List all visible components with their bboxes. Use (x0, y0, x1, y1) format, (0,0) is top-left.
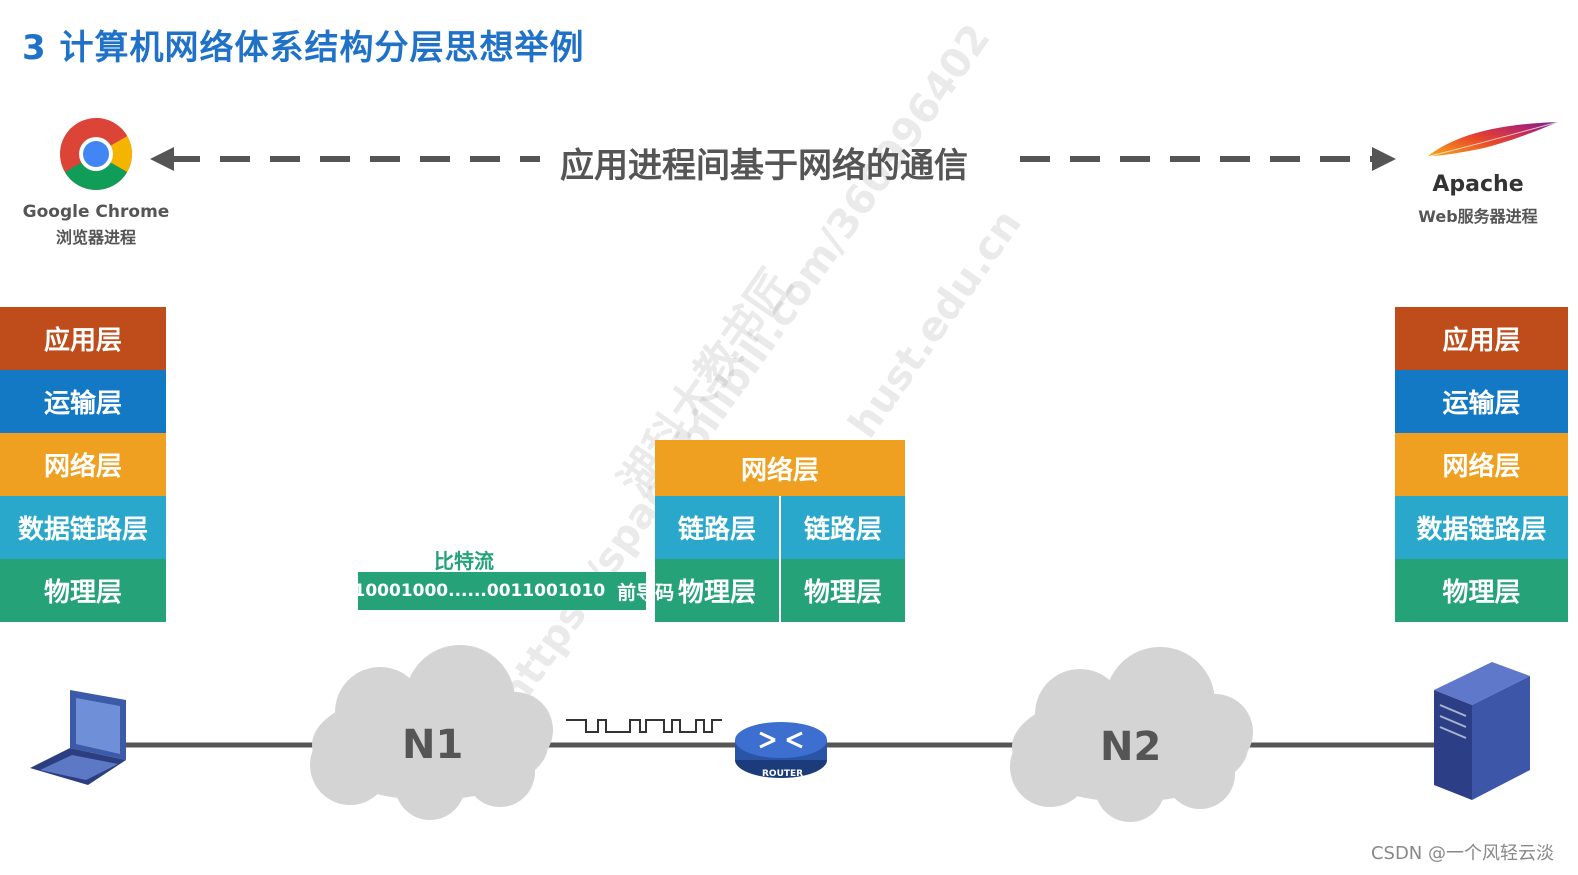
chrome-name: Google Chrome (22, 202, 170, 222)
cloud-n1-icon (310, 645, 553, 820)
cloud-n2-label: N2 (1100, 724, 1162, 770)
page-title: 3 计算机网络体系结构分层思想举例 (22, 28, 585, 68)
router-stack-divider (779, 496, 781, 622)
router-icon (735, 722, 827, 778)
apache-name: Apache (1432, 172, 1524, 197)
server-icon (1434, 662, 1530, 800)
router-link-layer-right: 链路层 (781, 496, 905, 559)
bitstream-bits: 1010001000......0011001010 (329, 581, 606, 601)
router-protocol-stack: 网络层 链路层 链路层 物理层 物理层 (655, 440, 905, 622)
left-datalink-layer: 数据链路层 (0, 496, 166, 559)
right-network-layer: 网络层 (1395, 433, 1568, 496)
right-application-layer: 应用层 (1395, 307, 1568, 370)
chrome-label: Google Chrome 浏览器进程 (20, 202, 172, 248)
left-transport-layer: 运输层 (0, 370, 166, 433)
right-transport-layer: 运输层 (1395, 370, 1568, 433)
left-application-layer: 应用层 (0, 307, 166, 370)
left-network-layer: 网络层 (0, 433, 166, 496)
apache-label: Apache Web服务器进程 (1398, 172, 1558, 227)
cloud-n2-icon (1010, 647, 1253, 822)
communication-label: 应用进程间基于网络的通信 (560, 146, 968, 186)
bitstream-frame: 1010001000......0011001010 前导码 (330, 572, 674, 610)
apache-desc: Web服务器进程 (1418, 207, 1538, 226)
router-network-layer: 网络层 (655, 440, 905, 496)
footer-credit: CSDN @一个风轻云淡 (1370, 843, 1554, 864)
signal-waveform (566, 719, 722, 733)
router-physical-layer-right: 物理层 (781, 559, 905, 622)
chrome-logo-icon (58, 116, 134, 192)
right-physical-layer: 物理层 (1395, 559, 1568, 622)
laptop-icon (30, 690, 126, 785)
right-datalink-layer: 数据链路层 (1395, 496, 1568, 559)
left-physical-layer: 物理层 (0, 559, 166, 622)
router-physical-layer-left: 物理层 (655, 559, 779, 622)
bitstream-label: 比特流 (434, 549, 494, 573)
router-label: ROUTER (762, 769, 804, 779)
bitstream-preamble: 前导码 (617, 581, 675, 604)
cloud-n1-label: N1 (402, 722, 464, 768)
router-link-layer-left: 链路层 (655, 496, 779, 559)
chrome-desc: 浏览器进程 (55, 228, 136, 247)
apache-feather-icon (1424, 118, 1564, 164)
